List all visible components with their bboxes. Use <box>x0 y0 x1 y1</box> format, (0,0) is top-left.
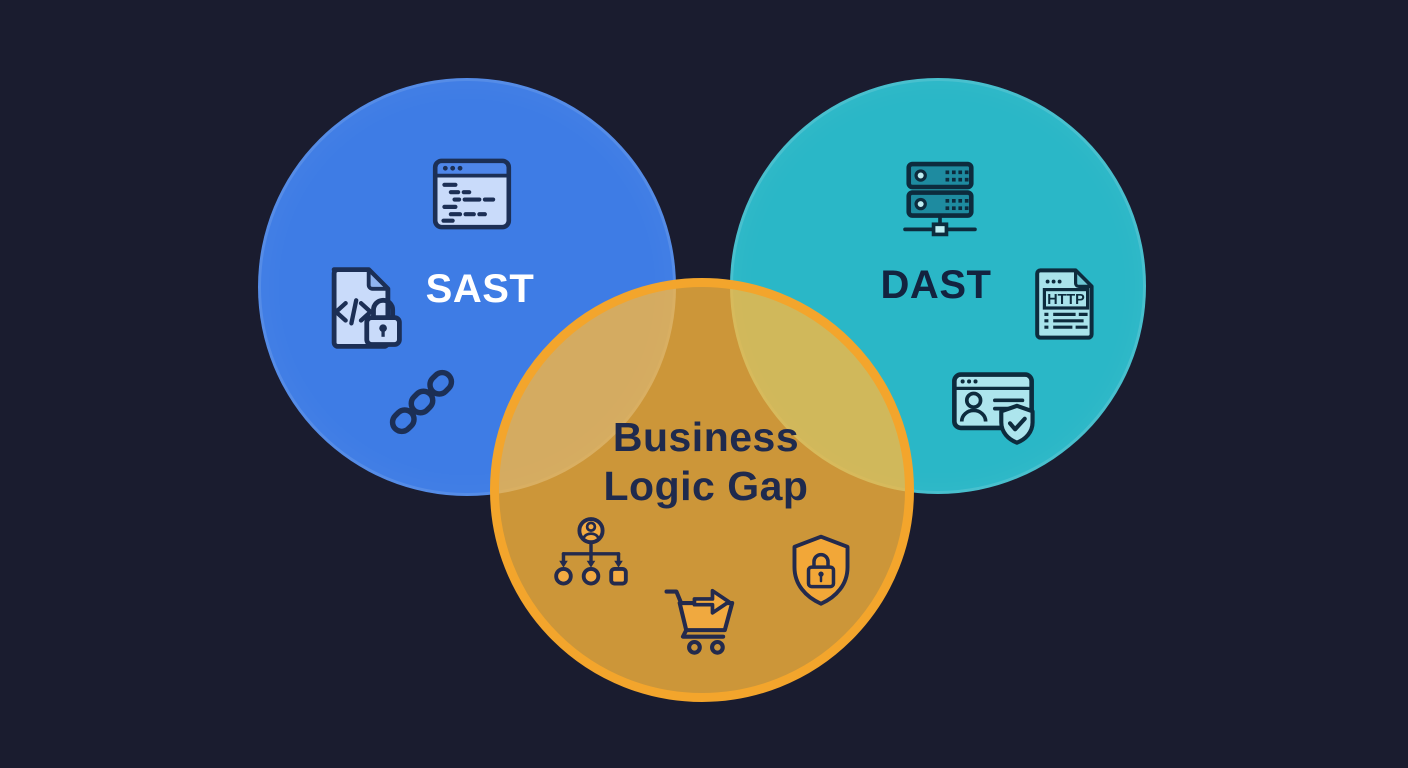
user-role-hierarchy-icon <box>548 512 634 606</box>
code-editor-window-icon <box>426 148 518 240</box>
business-logic-gap-label: Business Logic Gap <box>546 413 866 511</box>
dast-label: DAST <box>880 263 992 307</box>
server-stack-network-icon <box>894 152 986 246</box>
gap-label-line2: Logic Gap <box>603 463 809 509</box>
http-request-document-icon: HTTP <box>1026 261 1106 347</box>
source-code-file-lock-icon <box>313 260 409 356</box>
http-doc-text: HTTP <box>1047 292 1085 308</box>
shield-padlock-icon <box>782 530 860 612</box>
checkout-cart-arrow-icon <box>660 576 742 658</box>
session-window-shield-check-icon <box>946 358 1040 450</box>
sast-label: SAST <box>425 267 535 311</box>
gap-label-line1: Business <box>612 414 800 460</box>
dependency-chain-icon <box>380 360 464 444</box>
